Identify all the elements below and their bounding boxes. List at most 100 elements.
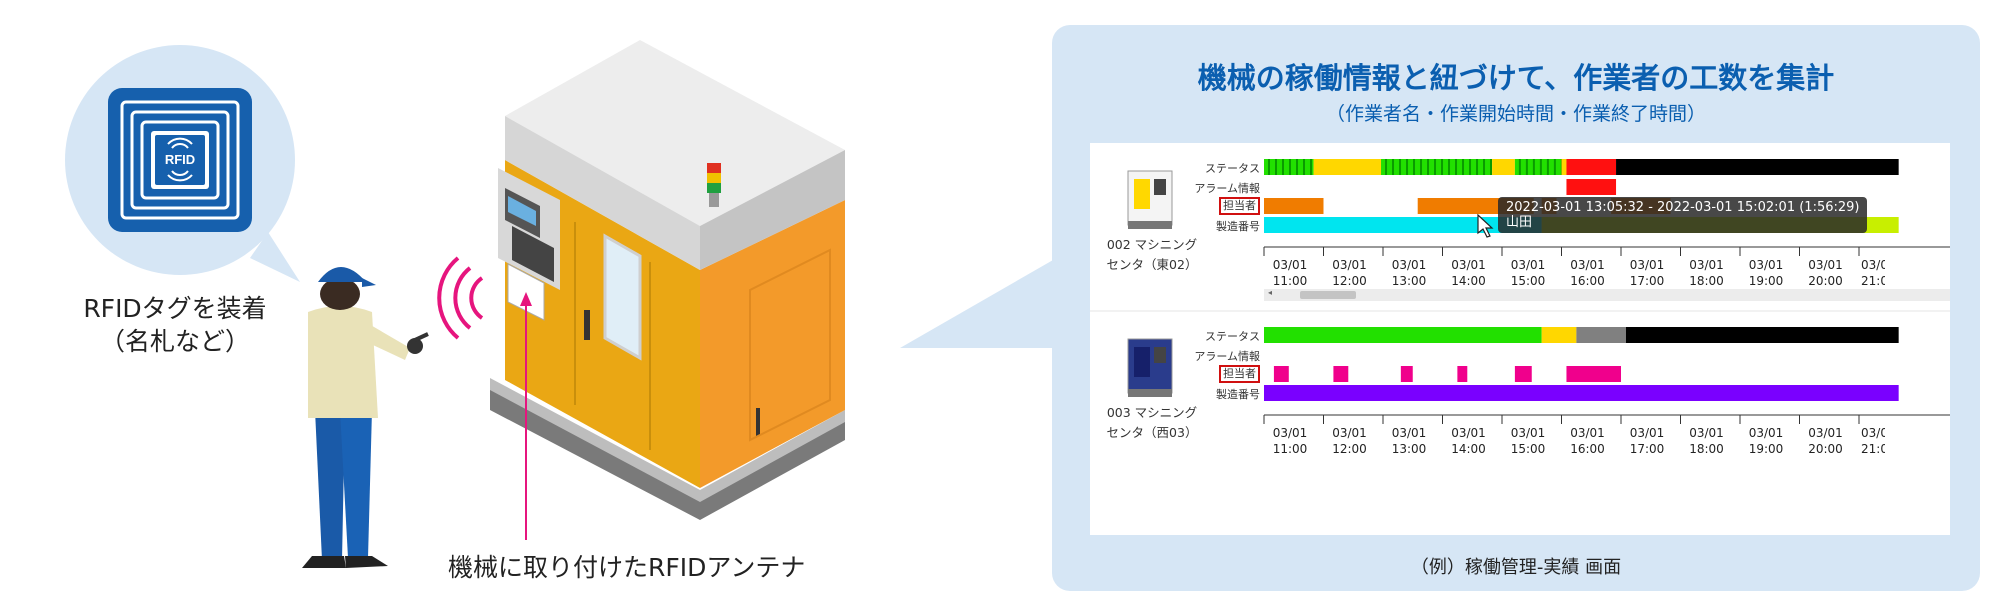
bar-serial-1-1[interactable] — [1264, 217, 1542, 233]
rfid-tag-caption: RFIDタグを装着 （名札など） — [50, 292, 300, 358]
antenna-waves — [437, 256, 484, 340]
tick-date: 03/01 — [1391, 426, 1427, 440]
tick-time: 12:00 — [1332, 442, 1367, 456]
tick-time: 11:00 — [1272, 442, 1308, 456]
row-label-1-3: 担当者 — [1219, 197, 1260, 215]
status-stripe — [1483, 159, 1486, 175]
status-stripe — [1532, 159, 1535, 175]
tick-label-2-4: 03/01 14:00 — [1445, 425, 1493, 457]
bar-status-1-6[interactable] — [1561, 159, 1567, 175]
antenna-caption: 機械に取り付けたRFIDアンテナ — [448, 553, 806, 582]
bar-worker-2-6[interactable] — [1566, 366, 1621, 382]
tick-date: 03/01 — [1570, 426, 1605, 440]
bar-status-1-8[interactable] — [1616, 159, 1899, 175]
tick-date: 03/01 — [1689, 426, 1724, 440]
panel-footer: （例）稼働管理-実績 画面 — [1410, 557, 1622, 578]
bar-status-1-2[interactable] — [1313, 159, 1382, 175]
rfid-tag-bubble: RFID — [65, 45, 300, 282]
machine-illustration — [490, 40, 845, 520]
machine-name-2-line1: 003 マシニング — [1106, 405, 1198, 420]
status-stripe — [1434, 159, 1437, 175]
tick-time: 20:00 — [1808, 442, 1843, 456]
status-stripe — [1310, 159, 1312, 175]
bar-worker-1-1[interactable] — [1264, 198, 1324, 214]
tick-time: 18:00 — [1689, 274, 1724, 288]
bar-worker-2-2[interactable] — [1333, 366, 1349, 382]
status-stripe — [1553, 159, 1556, 175]
bar-serial-2-1[interactable] — [1264, 385, 1899, 401]
scrollbar-thumb[interactable] — [1300, 291, 1356, 299]
tick-time: 14:00 — [1451, 442, 1486, 456]
bar-status-1-4[interactable] — [1492, 159, 1515, 175]
tick-date: 03/01 — [1629, 426, 1665, 440]
tick-label-2-11: 03/0121:0 — [1861, 425, 1885, 457]
tick-date: 03/01 — [1629, 258, 1665, 272]
bar-status-1-1[interactable] — [1264, 159, 1314, 175]
status-stripe — [1420, 159, 1423, 175]
tick-time: 15:00 — [1510, 442, 1546, 456]
tick-date: 03/01 — [1451, 426, 1486, 440]
tooltip-range: 2022-03-01 13:05:32 - 2022-03-01 15:02:0… — [1506, 200, 1860, 215]
status-stripe — [1539, 159, 1542, 175]
tick-time: 19:00 — [1748, 274, 1784, 288]
bar-status-1-7[interactable] — [1566, 159, 1617, 175]
row-label-1-1: ステータス — [1205, 162, 1260, 175]
status-stripe — [1469, 159, 1472, 175]
work-hours-panel: 機械の稼働情報と紐づけて、作業者の工数を集計 （作業者名・作業開始時間・作業終了… — [1052, 25, 1980, 591]
bar-worker-2-1[interactable] — [1273, 366, 1289, 382]
row-label-1-4: 製造番号 — [1216, 220, 1260, 233]
status-stripe — [1385, 159, 1388, 175]
bar-alarm-1-1[interactable] — [1566, 179, 1617, 195]
tick-date: 03/01 — [1332, 258, 1367, 272]
status-stripe — [1296, 159, 1298, 175]
bar-status-2-3[interactable] — [1576, 327, 1626, 343]
status-stripe — [1476, 159, 1479, 175]
tick-date: 03/01 — [1748, 258, 1784, 272]
row-label-2-1: ステータス — [1205, 330, 1260, 343]
status-stripe — [1413, 159, 1416, 175]
horizontal-scrollbar[interactable] — [1264, 289, 1950, 301]
tick-time: 19:00 — [1748, 442, 1784, 456]
mouse-cursor-icon — [1477, 213, 1494, 238]
tick-label-1-9: 03/01 19:00 — [1742, 257, 1790, 289]
bar-worker-2-3[interactable] — [1400, 366, 1413, 382]
scroll-left-arrow-icon[interactable]: ◂ — [1268, 288, 1273, 297]
rfid-tag-caption-line1: RFIDタグを装着 — [83, 294, 267, 323]
tick-label-2-1: 03/01 11:00 — [1266, 425, 1314, 457]
bar-worker-2-4[interactable] — [1457, 366, 1468, 382]
bar-status-2-4[interactable] — [1625, 327, 1899, 343]
machine-thumbnail-1 — [1127, 170, 1173, 229]
tick-time: 15:00 — [1510, 274, 1546, 288]
tick-date: 03/01 — [1861, 258, 1885, 272]
machine-name-1-line2: センタ（東02） — [1106, 257, 1198, 272]
bar-status-1-3[interactable] — [1381, 159, 1493, 175]
status-stripe — [1399, 159, 1402, 175]
row-label-1-2: アラーム情報 — [1194, 182, 1260, 195]
bar-status-2-1[interactable] — [1264, 327, 1542, 343]
status-stripe — [1427, 159, 1430, 175]
worker-figure — [302, 267, 429, 568]
tick-date: 03/01 — [1451, 258, 1486, 272]
bar-worker-2-5[interactable] — [1514, 366, 1532, 382]
tick-label-1-8: 03/01 18:00 — [1683, 257, 1731, 289]
row-label-2-4: 製造番号 — [1216, 388, 1260, 401]
tick-date: 03/01 — [1272, 426, 1308, 440]
rfid-badge-text: RFID — [165, 152, 195, 167]
tick-date: 03/01 — [1510, 426, 1546, 440]
tick-time: 21:0 — [1861, 274, 1885, 288]
tick-date: 03/01 — [1689, 258, 1724, 272]
antenna-pointer — [520, 292, 532, 540]
status-stripe — [1525, 159, 1528, 175]
bar-status-2-2[interactable] — [1541, 327, 1577, 343]
panel-title: 機械の稼働情報と紐づけて、作業者の工数を集計 — [1197, 61, 1835, 95]
